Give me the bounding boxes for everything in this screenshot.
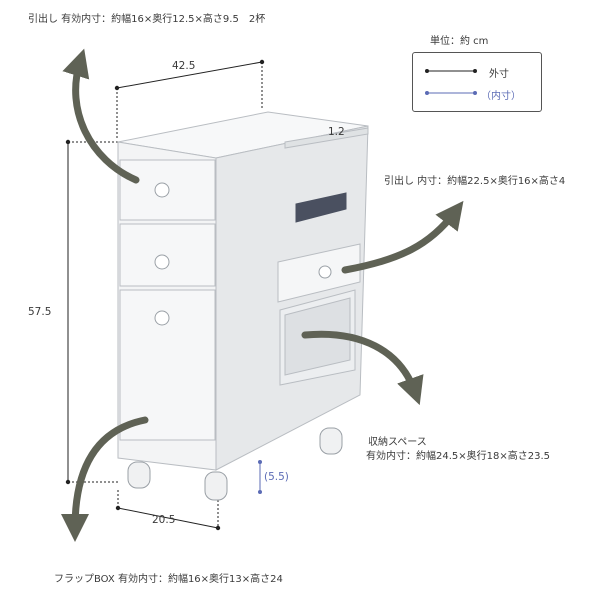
unit-legend-title: 単位：約 cm [430,36,489,47]
legend-outer-label: 外寸 [489,69,509,80]
clearance-value: (5.5) [264,471,289,483]
side-drawer-label: 引出し 内寸：約幅22.5×奥行16×高さ4 [384,176,566,187]
legend-inner-label: （内寸） [481,91,521,102]
legend-lines [425,69,477,95]
cabinet [117,111,369,471]
unit-legend: 外寸 （内寸） [412,52,542,112]
depth-value: 42.5 [172,60,196,72]
top-drawer-label: 引出し 有効内寸：約幅16×奥行12.5×高さ9.5 2杯 [28,14,266,25]
storage-label-title: 収納スペース [368,437,427,448]
flap-box-label: フラップBOX 有効内寸：約幅16×奥行13×高さ24 [54,574,283,585]
callout-arrows [61,48,464,542]
dimension-lines [67,61,324,529]
width-value: 20.5 [152,514,176,526]
top-lip-value: 1.2 [328,126,345,138]
storage-label-size: 有効内寸：約幅24.5×奥行18×高さ23.5 [366,451,551,462]
height-value: 57.5 [28,306,52,318]
